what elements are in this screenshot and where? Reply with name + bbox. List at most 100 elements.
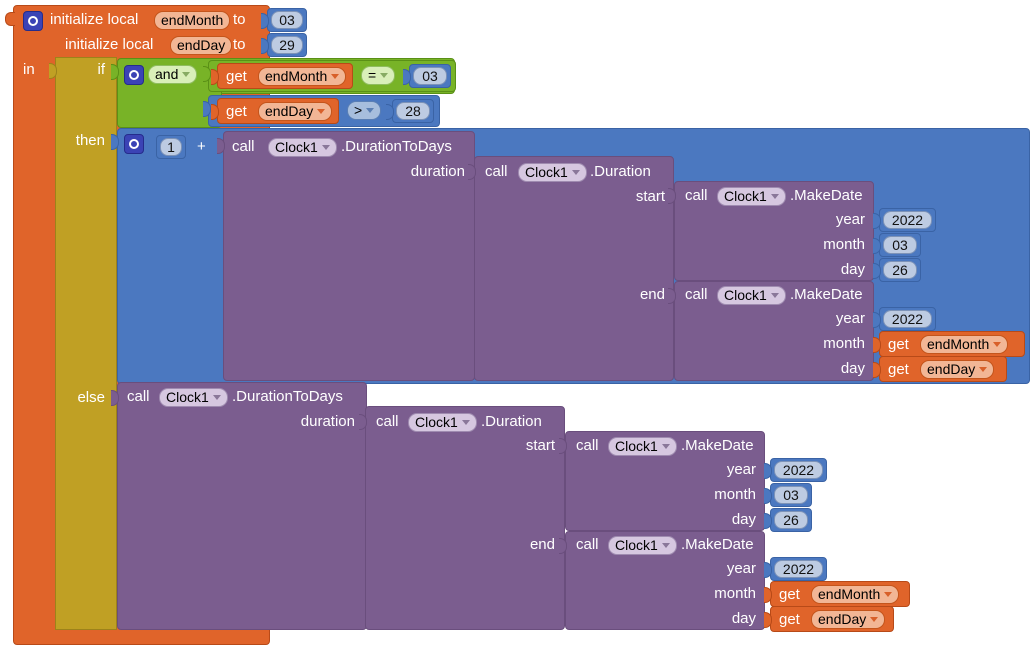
init-local-value-1-text: 03 <box>271 11 303 29</box>
chevron-down-icon <box>461 420 470 425</box>
else-md2-day-get-text: endDay <box>818 611 867 627</box>
else-md1-day-label: day <box>731 511 756 528</box>
else-md2-call: call <box>576 536 599 553</box>
get-endDay-text-1: endDay <box>265 103 314 119</box>
then-md1-component-text: Clock1 <box>724 188 767 204</box>
else-duration-to-days-block[interactable] <box>117 382 367 630</box>
else-md2-year-text: 2022 <box>774 560 823 578</box>
else-md1-year-value[interactable]: 2022 <box>770 458 827 482</box>
then-md1-month-text: 03 <box>883 236 917 254</box>
else-dtd-call: call <box>127 388 150 405</box>
then-md2-call: call <box>685 286 708 303</box>
init-local-varname-2[interactable]: endDay <box>170 36 233 55</box>
then-makedate-end-block[interactable] <box>674 281 874 381</box>
init-local-keyword-1: initialize local <box>50 11 139 28</box>
then-md2-day-get-dropdown[interactable]: endDay <box>920 360 995 379</box>
equals-operator-dropdown[interactable]: = <box>361 66 396 85</box>
else-dur-component-dropdown[interactable]: Clock1 <box>408 413 477 432</box>
get-endDay-dropdown-1[interactable]: endDay <box>258 102 333 121</box>
then-md2-day-get-block[interactable]: get endDay <box>879 356 1007 382</box>
and-operator-dropdown[interactable]: and <box>148 65 198 84</box>
chevron-down-icon <box>571 170 580 175</box>
then-md1-day-text: 26 <box>883 261 917 279</box>
plus-operator: + <box>197 138 206 155</box>
equals-value-block[interactable]: 03 <box>409 64 451 88</box>
then-dur-method: .Duration <box>590 163 651 180</box>
else-md2-day-get-dropdown[interactable]: endDay <box>811 610 886 629</box>
if-label: if <box>97 61 106 78</box>
then-dur-component-dropdown[interactable]: Clock1 <box>518 163 587 182</box>
then-md1-day-value[interactable]: 26 <box>879 258 921 282</box>
else-dur-end-label: end <box>529 536 555 553</box>
else-dur-component-text: Clock1 <box>415 414 458 430</box>
then-duration-to-days-block[interactable] <box>223 131 475 381</box>
get-endMonth-block-1[interactable]: get endMonth <box>217 63 353 89</box>
else-md2-year-value[interactable]: 2022 <box>770 557 827 581</box>
else-dur-start-label: start <box>525 437 555 454</box>
then-md1-month-value[interactable]: 03 <box>879 233 921 257</box>
else-md2-component-text: Clock1 <box>615 537 658 553</box>
else-md2-day-get-block[interactable]: get endDay <box>770 606 894 632</box>
then-md2-month-get-dropdown[interactable]: endMonth <box>920 335 1009 354</box>
init-local-value-1[interactable]: 03 <box>267 8 307 32</box>
then-dur-component-text: Clock1 <box>525 164 568 180</box>
greater-than-operator-dropdown[interactable]: > <box>347 101 382 120</box>
equals-value-text: 03 <box>413 67 447 85</box>
else-md1-method: .MakeDate <box>681 437 754 454</box>
else-dtd-component-dropdown[interactable]: Clock1 <box>159 388 228 407</box>
then-md2-year-value[interactable]: 2022 <box>879 307 936 331</box>
chevron-down-icon <box>380 73 389 78</box>
chevron-down-icon <box>661 543 670 548</box>
then-dtd-method: .DurationToDays <box>341 138 452 155</box>
else-md2-month-get-dropdown[interactable]: endMonth <box>811 585 900 604</box>
else-duration-block[interactable] <box>365 406 565 630</box>
mutator-gear-icon[interactable] <box>23 11 43 31</box>
then-md2-month-get-block[interactable]: get endMonth <box>879 331 1025 357</box>
and-mutator-gear-icon[interactable] <box>124 65 144 85</box>
then-md2-component-text: Clock1 <box>724 287 767 303</box>
then-md2-year-text: 2022 <box>883 310 932 328</box>
else-md2-component-dropdown[interactable]: Clock1 <box>608 536 677 555</box>
else-md1-call: call <box>576 437 599 454</box>
get-keyword-2: get <box>226 103 247 120</box>
then-md1-year-value[interactable]: 2022 <box>879 208 936 232</box>
then-md2-day-get-keyword: get <box>888 361 909 378</box>
init-local-keyword-2: initialize local <box>65 36 154 53</box>
then-dtd-duration-label: duration <box>410 163 465 180</box>
then-md2-month-label: month <box>823 335 865 352</box>
then-dur-call: call <box>485 163 508 180</box>
get-endDay-block-1[interactable]: get endDay <box>217 98 339 124</box>
if-then-else-block[interactable] <box>55 57 117 630</box>
then-md2-component-dropdown[interactable]: Clock1 <box>717 286 786 305</box>
addend-one-block[interactable]: 1 <box>156 135 186 159</box>
then-dtd-component-text: Clock1 <box>275 139 318 155</box>
then-dur-start-label: start <box>635 188 665 205</box>
else-md2-month-get-block[interactable]: get endMonth <box>770 581 910 607</box>
then-duration-block[interactable] <box>474 156 674 381</box>
get-endMonth-dropdown-1[interactable]: endMonth <box>258 67 347 86</box>
else-dtd-component-text: Clock1 <box>166 389 209 405</box>
else-md1-month-value[interactable]: 03 <box>770 483 812 507</box>
else-dtd-duration-label: duration <box>300 413 355 430</box>
greater-than-value-block[interactable]: 28 <box>392 99 434 123</box>
else-md2-year-label: year <box>726 560 756 577</box>
chevron-down-icon <box>317 109 326 114</box>
else-md2-month-label: month <box>714 585 756 602</box>
init-local-to-1: to <box>233 11 246 28</box>
init-local-varname-1[interactable]: endMonth <box>154 11 231 30</box>
else-md1-component-text: Clock1 <box>615 438 658 454</box>
else-md1-month-label: month <box>714 486 756 503</box>
init-local-value-2[interactable]: 29 <box>267 33 307 57</box>
chevron-down-icon <box>366 108 375 113</box>
else-md1-day-value[interactable]: 26 <box>770 508 812 532</box>
in-label: in <box>23 61 35 78</box>
then-dtd-component-dropdown[interactable]: Clock1 <box>268 138 337 157</box>
then-md2-method: .MakeDate <box>790 286 863 303</box>
else-md1-component-dropdown[interactable]: Clock1 <box>608 437 677 456</box>
equals-operator-text: = <box>368 67 377 83</box>
then-md1-component-dropdown[interactable]: Clock1 <box>717 187 786 206</box>
addition-mutator-gear-icon[interactable] <box>124 134 144 154</box>
greater-than-value-text: 28 <box>396 102 430 120</box>
chevron-down-icon <box>979 367 988 372</box>
